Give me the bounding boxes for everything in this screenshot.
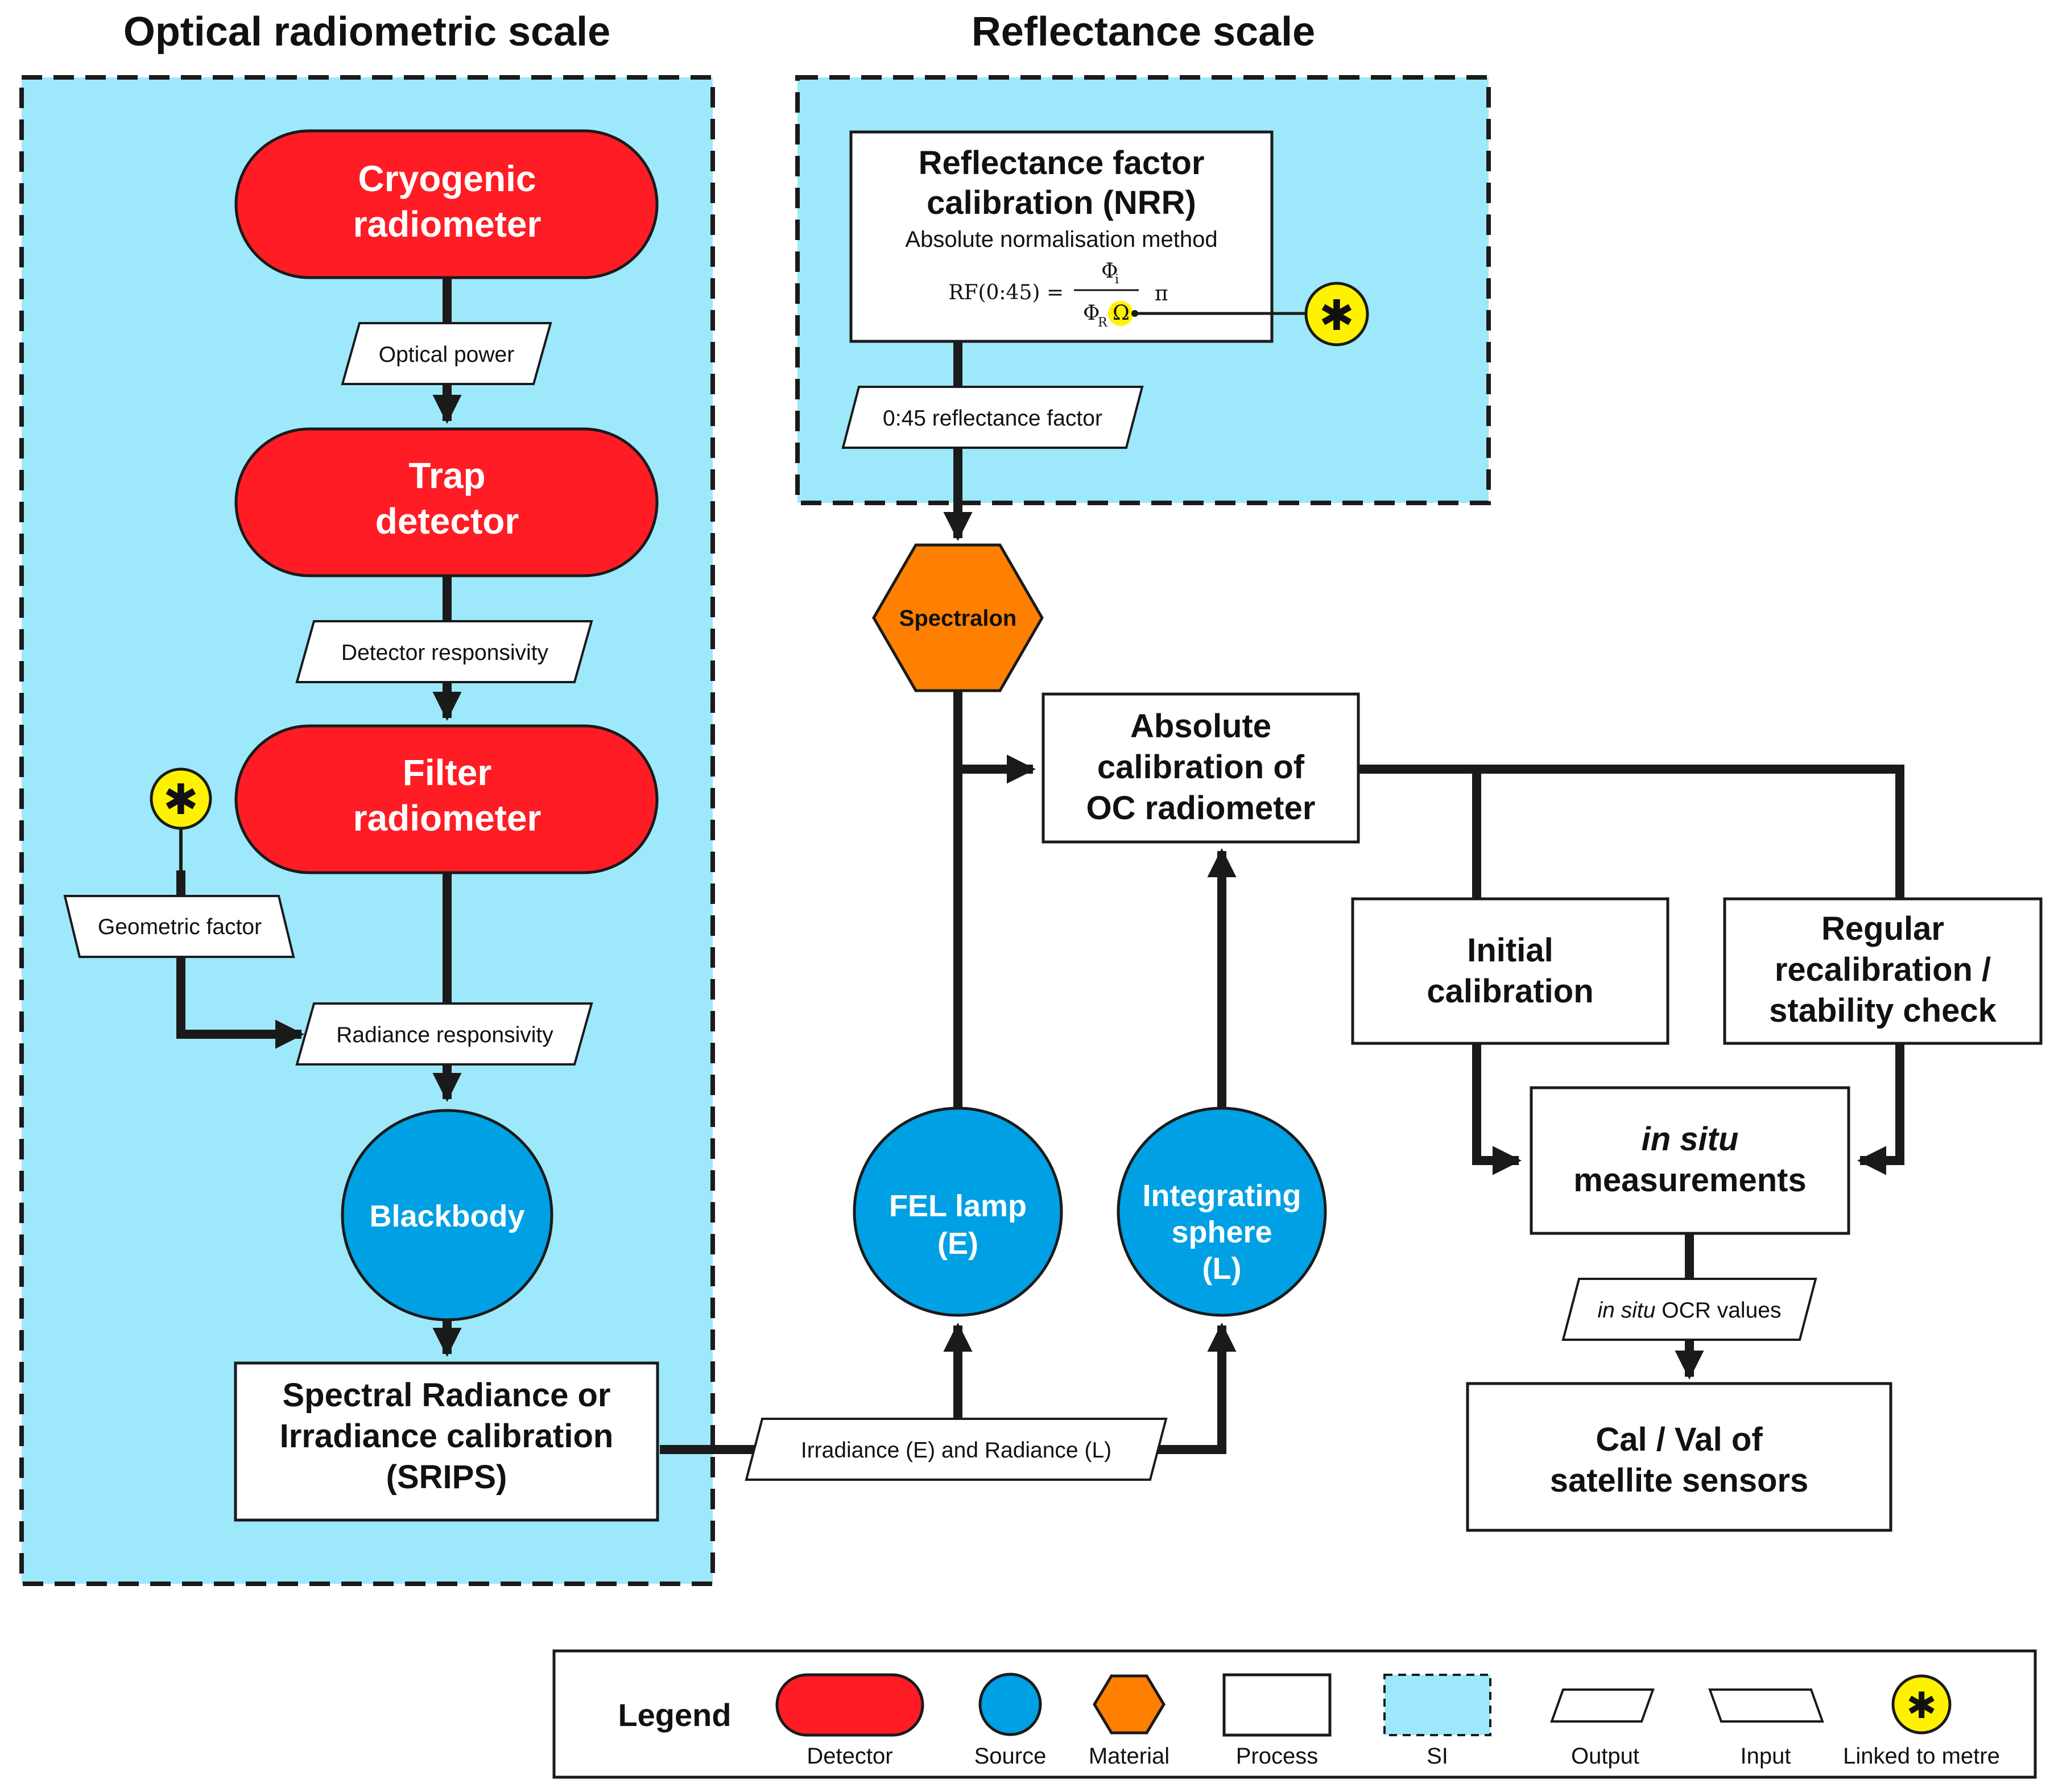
legend: Legend Detector Source Material Process … [552,1649,2037,1779]
svg-text:detector: detector [375,501,519,542]
svg-text:Spectralon: Spectralon [899,606,1017,631]
svg-text:in situ: in situ [1642,1121,1739,1158]
svg-text:(E): (E) [937,1227,978,1261]
linked-to-metre-icon: ✱ [1304,282,1369,346]
svg-text:Material: Material [1089,1744,1169,1769]
svg-text:Absolute normalisation method: Absolute normalisation method [905,227,1217,252]
svg-text:radiometer: radiometer [353,798,542,839]
svg-text:Initial: Initial [1467,932,1553,969]
radiance-responsivity-output: Radiance responsivity [295,1002,593,1066]
svg-text:Irradiance (E) and Radiance (L: Irradiance (E) and Radiance (L) [801,1438,1111,1463]
irradiance-radiance-output: Irradiance (E) and Radiance (L) [745,1418,1168,1481]
fel-lamp-node: FEL lamp (E) [853,1106,1063,1317]
svg-text:Absolute: Absolute [1130,708,1271,745]
svg-text:RF(0:45) =: RF(0:45) = [948,281,1064,304]
legend-item-output: Output [1550,1688,1655,1769]
svg-text:Spectral Radiance or: Spectral Radiance or [283,1377,611,1414]
geometric-factor-input: Geometric factor [63,895,295,958]
title-optical-radiometric-scale: Optical radiometric scale [123,9,610,55]
svg-text:Φ: Φ [1083,302,1100,325]
svg-text:0:45 reflectance factor: 0:45 reflectance factor [883,406,1102,431]
svg-text:Reflectance factor: Reflectance factor [919,144,1205,181]
svg-text:FEL lamp: FEL lamp [889,1189,1027,1223]
integrating-sphere-node: Integrating sphere (L) [1117,1106,1327,1317]
arrow-initial-to-insitu [1472,1043,1522,1175]
legend-item-source: Source [974,1673,1047,1769]
regular-recalibration-node: Regular recalibration / stability check [1723,897,2043,1045]
svg-text:Integrating: Integrating [1143,1179,1301,1213]
arrow-regular-to-insitu [1857,1043,1904,1175]
svg-text:stability check: stability check [1769,992,1997,1029]
legend-item-linked-to-metre: ✱ Linked to metre [1843,1674,2000,1769]
calval-satellite-node: Cal / Val of satellite sensors [1466,1382,1892,1532]
reflectance-factor-output: 0:45 reflectance factor [841,386,1144,449]
svg-text:SI: SI [1427,1744,1448,1769]
svg-text:satellite sensors: satellite sensors [1550,1462,1809,1499]
svg-text:calibration: calibration [1427,973,1593,1010]
omega-highlight [1108,301,1133,326]
svg-text:Regular: Regular [1821,910,1944,947]
svg-text:i: i [1115,272,1119,287]
svg-text:Process: Process [1236,1744,1319,1769]
legend-item-detector: Detector [775,1673,924,1769]
spectralon-node: Spectralon [872,543,1044,692]
svg-text:Source: Source [974,1744,1047,1769]
legend-item-process: Process [1222,1673,1332,1769]
svg-text:Detector responsivity: Detector responsivity [341,641,549,665]
svg-text:in situ OCR values: in situ OCR values [1598,1298,1782,1323]
svg-text:R: R [1098,316,1108,330]
initial-calibration-node: Initial calibration [1351,897,1669,1045]
svg-text:Geometric factor: Geometric factor [98,915,262,939]
svg-text:π: π [1155,282,1168,305]
svg-text:Cryogenic: Cryogenic [358,158,536,199]
svg-text:(SRIPS): (SRIPS) [386,1459,507,1496]
svg-text:(L): (L) [1202,1252,1242,1286]
svg-text:✱: ✱ [1906,1685,1937,1727]
insitu-ocr-values-output: in situ OCR values [1561,1278,1817,1341]
title-reflectance-scale: Reflectance scale [972,9,1315,55]
svg-text:Ω: Ω [1113,302,1130,325]
absolute-calibration-node: Absolute calibration of OC radiometer [1042,692,1360,844]
svg-text:measurements: measurements [1573,1162,1806,1199]
trap-detector-node: Trap detector [234,427,659,577]
svg-text:Cal / Val of: Cal / Val of [1596,1421,1763,1458]
svg-text:calibration (NRR): calibration (NRR) [927,184,1196,221]
svg-text:✱: ✱ [1319,291,1354,340]
svg-text:✱: ✱ [163,775,199,824]
filter-radiometer-node: Filter radiometer [234,724,659,874]
svg-text:Irradiance calibration: Irradiance calibration [280,1418,614,1455]
svg-text:Detector: Detector [807,1744,892,1769]
svg-text:OC radiometer: OC radiometer [1086,790,1316,827]
detector-responsivity-input: Detector responsivity [295,620,593,683]
svg-text:radiometer: radiometer [353,204,542,245]
legend-title: Legend [618,1697,731,1733]
legend-item-si: SI [1383,1674,1491,1769]
svg-text:calibration of: calibration of [1097,749,1305,786]
blackbody-node: Blackbody [341,1109,553,1322]
svg-text:Input: Input [1741,1744,1791,1769]
svg-text:Optical power: Optical power [379,342,514,367]
svg-text:Radiance responsivity: Radiance responsivity [336,1023,553,1047]
svg-text:Filter: Filter [403,752,491,793]
linked-to-metre-icon: ✱ [150,767,212,830]
legend-item-input: Input [1708,1688,1824,1769]
svg-text:Output: Output [1571,1744,1639,1769]
optical-power-input: Optical power [341,322,552,385]
svg-text:Trap: Trap [408,455,485,496]
srips-process-node: Spectral Radiance or Irradiance calibrat… [234,1361,659,1522]
cryogenic-radiometer-node: Cryogenic radiometer [234,129,659,279]
insitu-measurements-node: in situ measurements [1530,1086,1850,1235]
line-absolute-to-regular [1358,765,1904,898]
nrr-process-node: Reflectance factor calibration (NRR) Abs… [849,130,1274,343]
svg-text:Blackbody: Blackbody [369,1199,524,1233]
svg-text:recalibration /: recalibration / [1775,951,1991,988]
svg-text:sphere: sphere [1171,1215,1272,1249]
reflectance-formula: RF(0:45) = Φ i Φ R Ω π [948,259,1168,330]
omega-dot [1131,310,1138,317]
svg-text:Linked to metre: Linked to metre [1843,1744,2000,1769]
svg-text:Φ: Φ [1101,259,1118,283]
legend-item-material: Material [1089,1674,1169,1769]
